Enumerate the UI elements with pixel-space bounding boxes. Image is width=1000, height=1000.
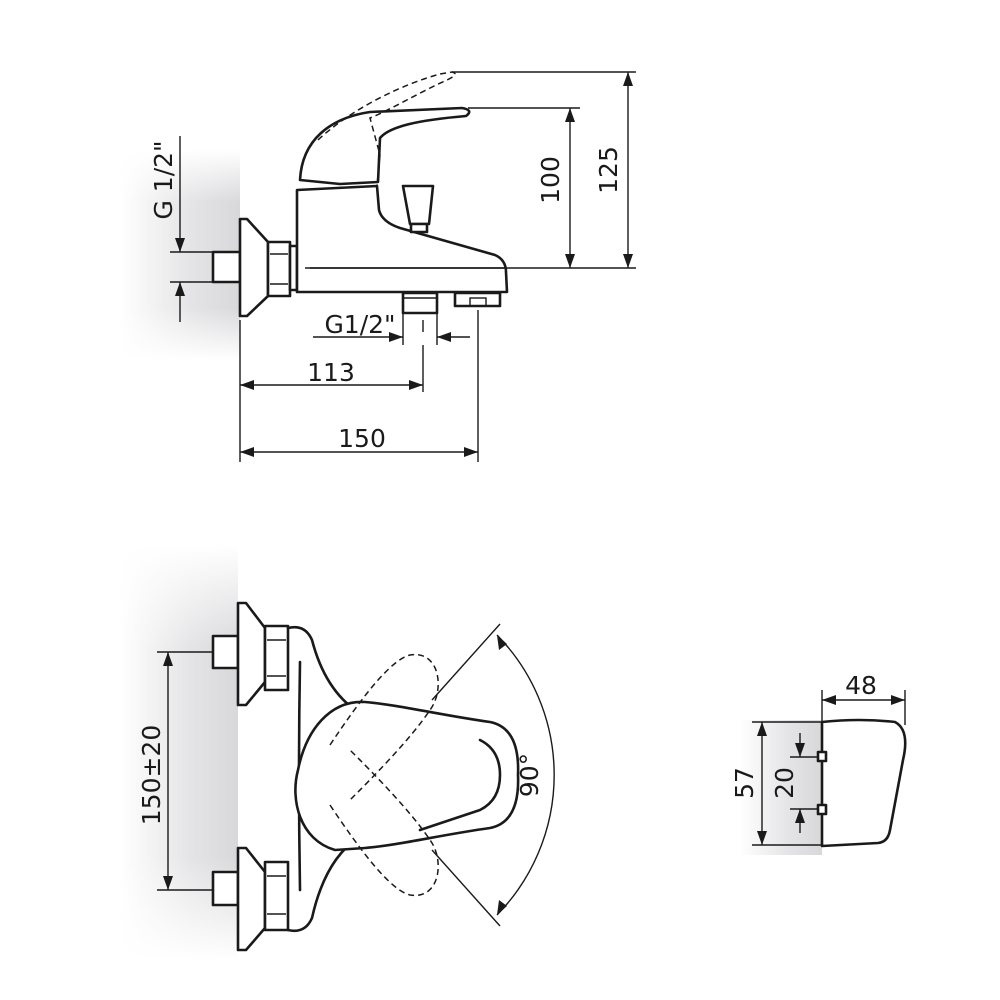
diverter-width-label: 48 xyxy=(845,671,877,700)
lever-angle-label: 90° xyxy=(515,753,544,797)
dimension-height: 100 125 xyxy=(310,71,636,269)
depth-label: 150 xyxy=(338,424,386,453)
diverter-view: 48 57 20 xyxy=(730,671,907,855)
wall-flange xyxy=(238,217,270,318)
diverter-height-label: 57 xyxy=(730,767,759,799)
height-open-label: 125 xyxy=(594,146,623,194)
lever-closed xyxy=(298,106,471,186)
outlet-distance-label: 113 xyxy=(307,358,355,387)
upper-inlet xyxy=(211,601,290,707)
mixer-body xyxy=(295,184,509,294)
dimension-outlet: G1/2" 113 150 xyxy=(239,310,479,462)
inlet-spacing-label: 150±20 xyxy=(137,725,166,825)
diverter-knob xyxy=(401,184,435,226)
outlet-thread-label: G1/2" xyxy=(324,310,395,339)
lever-open xyxy=(317,71,456,186)
diverter-body xyxy=(820,718,907,848)
height-closed-label: 100 xyxy=(536,156,565,204)
spout xyxy=(453,291,502,308)
angle-arc xyxy=(496,634,555,916)
shower-outlet xyxy=(401,291,439,315)
lever-right-position xyxy=(329,749,439,896)
inlet-thread-label: G 1/2" xyxy=(149,140,178,219)
lever-left-position xyxy=(329,654,439,801)
hex-nut xyxy=(266,240,292,298)
side-view: G 1/2" 100 125 G1/2" 113 150 xyxy=(120,71,636,462)
mount-spacing-label: 20 xyxy=(770,767,799,799)
dimension-inlet-thread: G 1/2" xyxy=(149,136,240,322)
top-view: 90° 150±20 xyxy=(120,545,555,960)
lever-handle xyxy=(294,700,520,852)
lower-inlet xyxy=(211,846,290,952)
inlet-pipe xyxy=(211,250,242,284)
